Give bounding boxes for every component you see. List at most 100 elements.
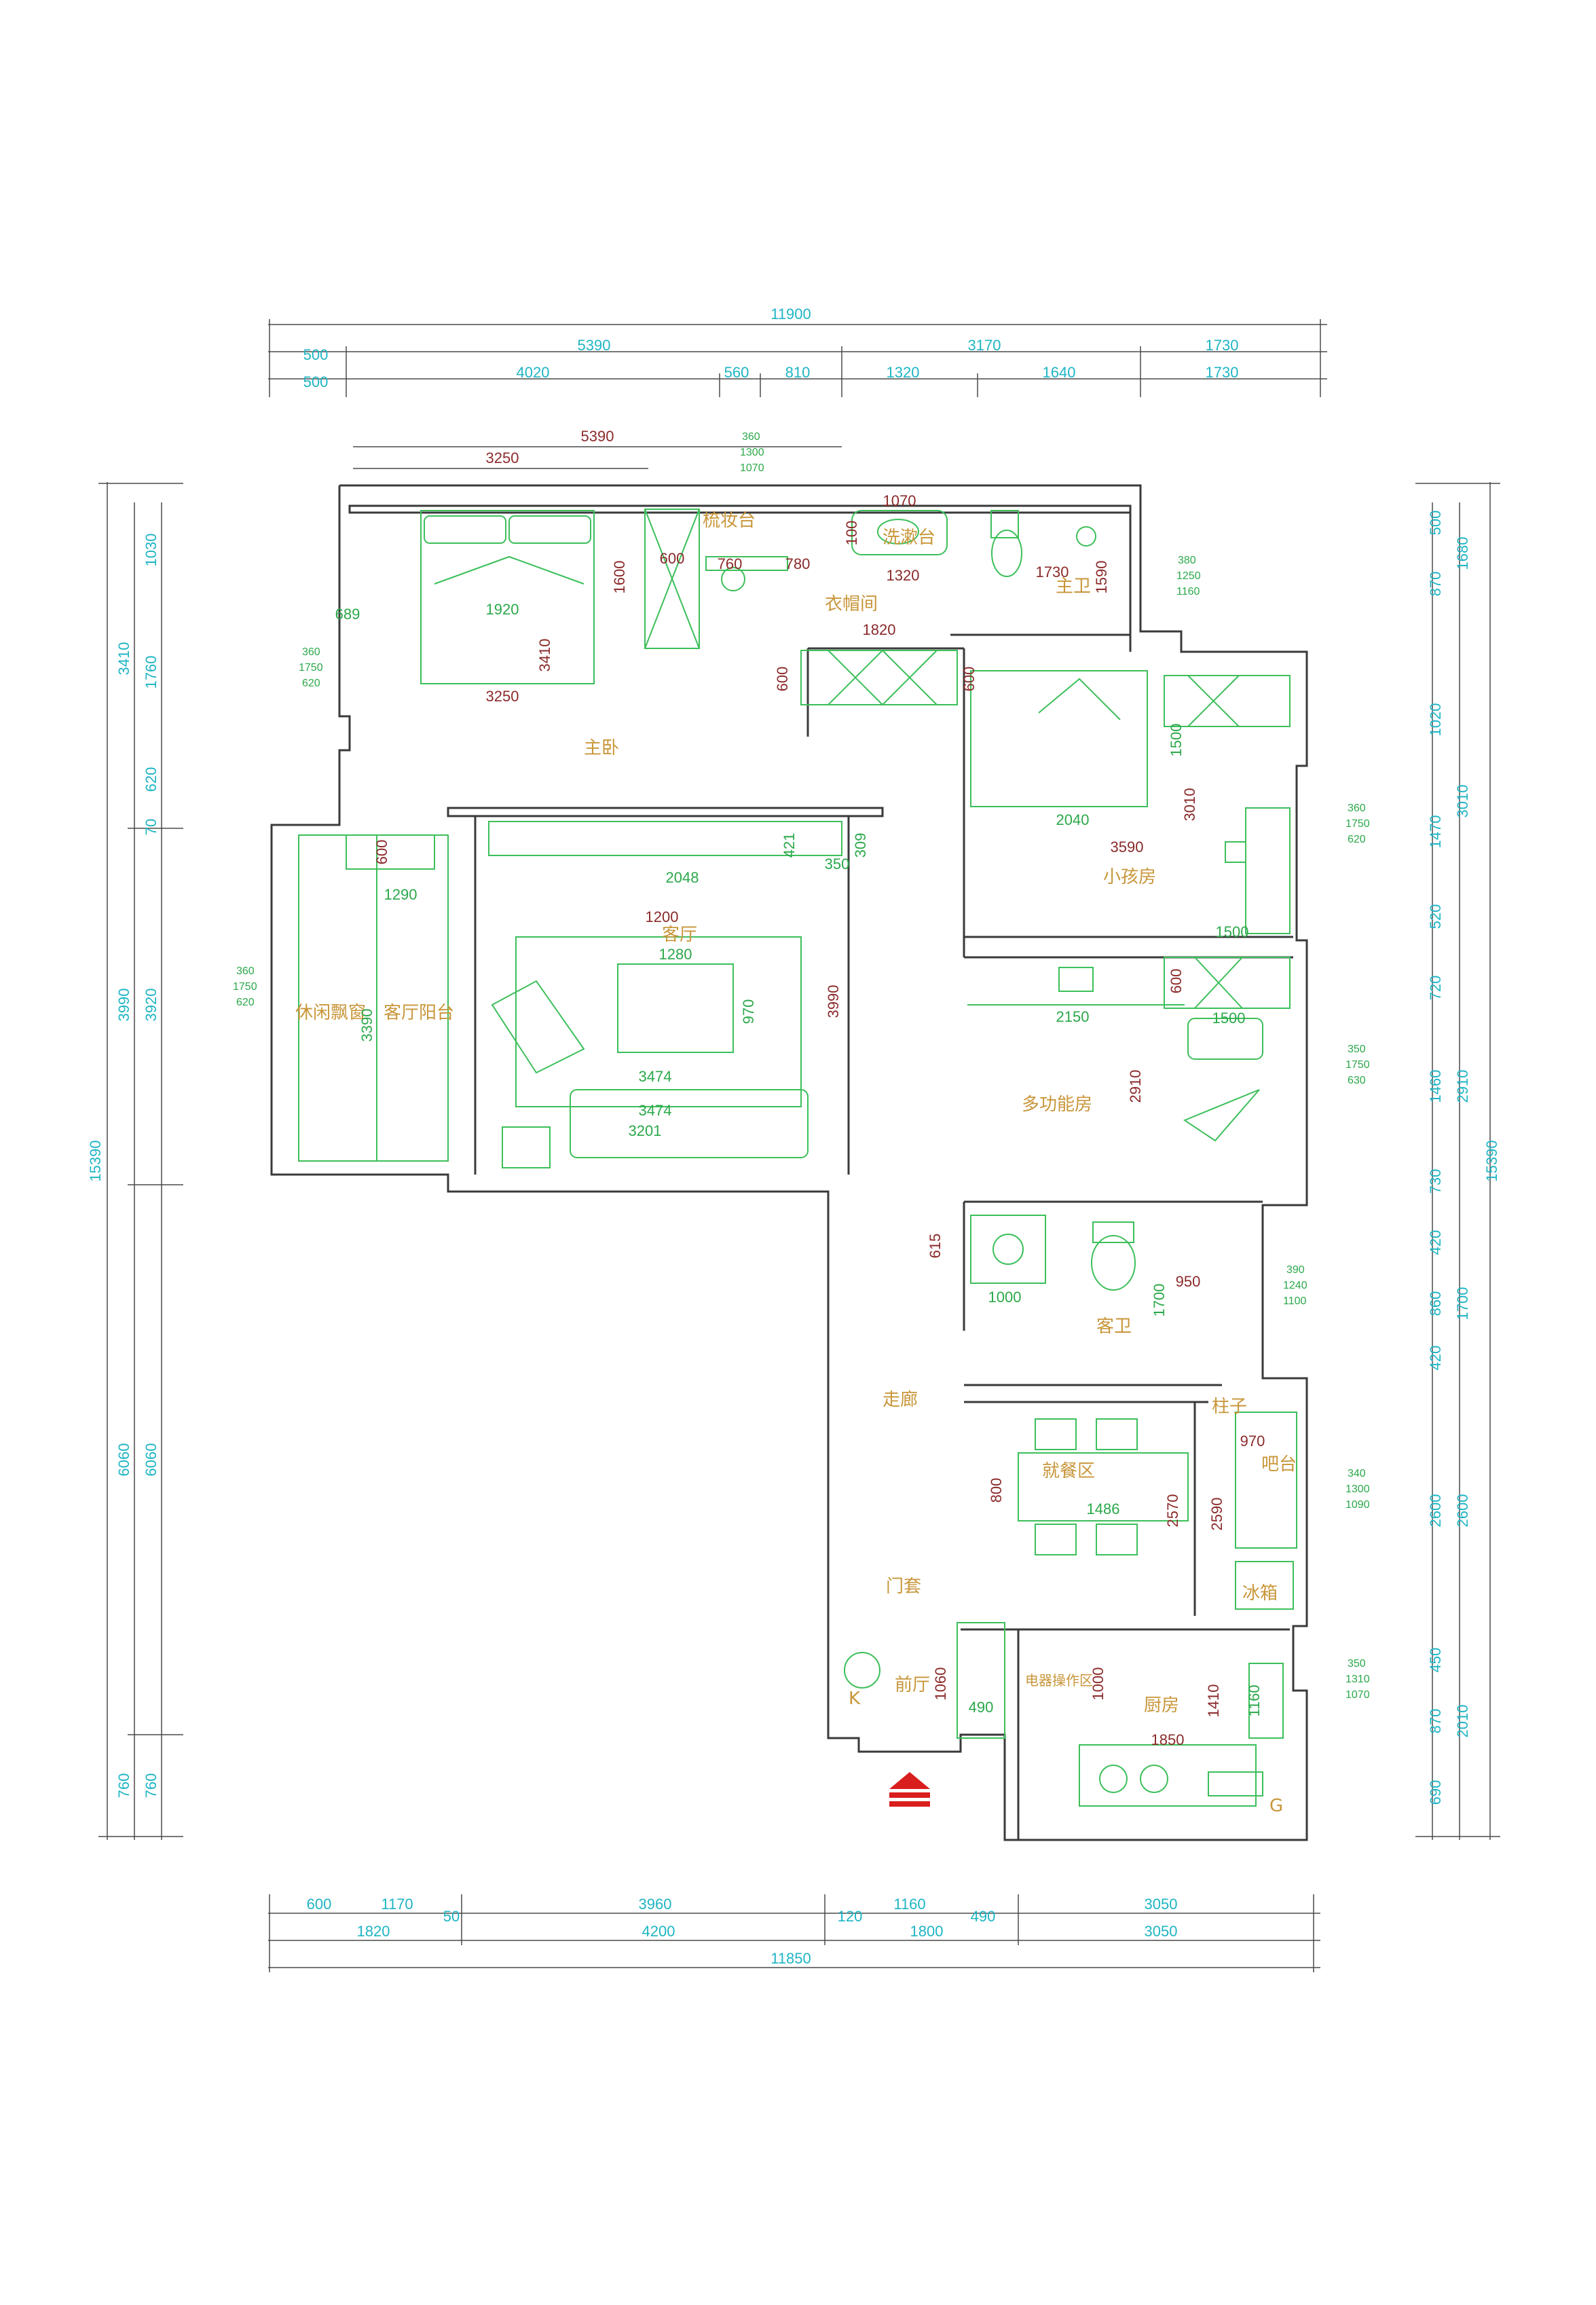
dim-3474a: 3474 (639, 1068, 672, 1085)
room-door-cover: 门套 (886, 1576, 921, 1597)
dim-bot-r1-0: 600 (307, 1896, 332, 1913)
dim-right-in-3: 1470 (1427, 815, 1444, 849)
win-i-2: 1070 (1346, 1689, 1370, 1701)
win-c-2: 620 (302, 678, 320, 689)
dim-bot-r1-7: 3050 (1145, 1896, 1178, 1913)
dim-309: 309 (852, 833, 869, 858)
inner-dimensions: 5390 3250 360 1300 1070 1070 100 600 760… (233, 428, 1370, 1748)
dim-top-overall: 11900 (771, 306, 811, 322)
dim-right-in-13: 870 (1427, 1709, 1444, 1734)
room-fridge: 冰箱 (1242, 1583, 1278, 1604)
dim-left-mid-0: 3410 (115, 642, 132, 676)
dim-top-r1-2: 3170 (968, 337, 1001, 354)
dim-3474b: 3474 (639, 1102, 672, 1119)
dim-1730: 1730 (1036, 564, 1069, 580)
dim-left-in-5: 6060 (143, 1443, 160, 1477)
dim-bot-overall: 11850 (771, 1950, 811, 1967)
dim-1000b: 1000 (1090, 1667, 1107, 1701)
room-column: 柱子 (1212, 1397, 1247, 1417)
dim-left-in-0: 1030 (143, 534, 160, 567)
dim-1280: 1280 (659, 946, 692, 963)
dim-top-r2-6: 1730 (1206, 364, 1239, 381)
room-labels: 主卧 梳妆台 洗漱台 衣帽间 主卫 小孩房 客厅 休闲飘窗 客厅阳台 多功能房 … (295, 511, 1297, 1816)
win-h-2: 1090 (1346, 1499, 1370, 1511)
dim-1070: 1070 (883, 492, 916, 509)
dim-350: 350 (825, 855, 850, 872)
dim-bot-r1-6: 490 (971, 1908, 996, 1925)
dim-bot-r1-1: 1170 (381, 1896, 413, 1913)
dim-1500c: 1500 (1216, 923, 1249, 940)
room-guest-bath: 客卫 (1096, 1316, 1132, 1337)
furniture (298, 509, 1297, 1807)
win-i-0: 350 (1348, 1658, 1366, 1670)
dim-1920: 1920 (486, 601, 519, 618)
dim-615: 615 (927, 1234, 944, 1259)
dim-bot-r2-1: 4200 (642, 1923, 675, 1940)
dim-760: 760 (718, 555, 743, 572)
dim-right-in-12: 450 (1427, 1648, 1444, 1673)
dim-1060: 1060 (932, 1667, 949, 1701)
win-a-1: 1300 (740, 447, 764, 458)
win-f-0: 350 (1348, 1044, 1366, 1055)
win-h-0: 340 (1348, 1468, 1366, 1479)
dim-top-r1-0: 500 (303, 346, 329, 363)
dim-right-mid-1: 3010 (1454, 785, 1471, 818)
win-g-2: 1100 (1283, 1295, 1307, 1307)
room-k-label: K (849, 1689, 861, 1709)
dim-right-mid-5: 2010 (1454, 1705, 1471, 1738)
dim-2150: 2150 (1056, 1008, 1090, 1025)
win-i-1: 1310 (1346, 1674, 1370, 1685)
room-kitchen: 厨房 (1144, 1695, 1179, 1716)
dim-top-r2-5: 1640 (1043, 364, 1076, 381)
dim-1500a: 1500 (1168, 724, 1185, 757)
dim-800: 800 (988, 1478, 1005, 1503)
dim-top-r1-1: 5390 (578, 337, 611, 354)
dim-top-r2-4: 1320 (887, 364, 920, 381)
dim-right-mid-2: 2910 (1454, 1070, 1471, 1103)
room-wash: 洗漱台 (883, 528, 935, 548)
dim-right-in-8: 420 (1427, 1230, 1444, 1255)
dim-bot-r1-5: 1160 (893, 1896, 925, 1913)
walls (270, 484, 1308, 1841)
win-d-2: 620 (1348, 834, 1366, 845)
dim-bot-r1-3: 3960 (639, 1896, 672, 1913)
dim-1290: 1290 (384, 886, 417, 903)
dim-950: 950 (1176, 1273, 1201, 1290)
win-d-0: 360 (1348, 803, 1366, 814)
room-dining: 就餐区 (1042, 1461, 1095, 1481)
dim-right-in-7: 730 (1427, 1169, 1444, 1194)
dim-3250a: 3250 (486, 449, 519, 466)
dim-right-in-10: 420 (1427, 1346, 1444, 1371)
left-dimension-chains: 15390 3410 3990 6060 760 1030 1760 620 7… (87, 482, 183, 1840)
dim-right-in-2: 1020 (1427, 703, 1444, 737)
dim-3990: 3990 (825, 985, 842, 1018)
room-bar: 吧台 (1261, 1454, 1297, 1475)
dim-600e: 600 (1168, 969, 1185, 994)
top-dimension-chains: 11900 500 5390 3170 1730 500 4020 560 81… (268, 306, 1327, 397)
dim-2590: 2590 (1208, 1498, 1225, 1531)
dim-bot-r2-2: 1800 (910, 1923, 944, 1940)
dim-421: 421 (781, 833, 798, 858)
win-d-1: 1750 (1346, 818, 1370, 830)
dim-1200: 1200 (646, 908, 679, 925)
dim-bot-r1-4: 120 (838, 1908, 863, 1925)
room-lounge: 休闲飘窗 (295, 1003, 366, 1023)
dim-1850: 1850 (1151, 1731, 1185, 1748)
entrance-arrow-icon (889, 1772, 930, 1807)
dim-3390: 3390 (358, 1009, 375, 1042)
dim-970a: 970 (740, 999, 757, 1025)
dim-bot-r2-3: 3050 (1145, 1923, 1178, 1940)
dim-right-in-5: 720 (1427, 976, 1444, 1001)
dim-600d: 600 (373, 840, 390, 865)
dim-right-in-6: 1460 (1427, 1070, 1444, 1103)
dim-2040: 2040 (1056, 811, 1090, 828)
dim-1000a: 1000 (988, 1289, 1022, 1306)
dim-970b: 970 (1240, 1433, 1265, 1450)
room-closet: 衣帽间 (825, 594, 878, 614)
dim-left-in-4: 3920 (143, 989, 160, 1022)
room-g-label: G (1269, 1796, 1283, 1816)
dim-right-in-4: 520 (1427, 904, 1444, 929)
win-a-0: 360 (742, 431, 760, 443)
dim-3590: 3590 (1111, 838, 1144, 855)
dim-left-in-1: 1760 (143, 656, 160, 689)
